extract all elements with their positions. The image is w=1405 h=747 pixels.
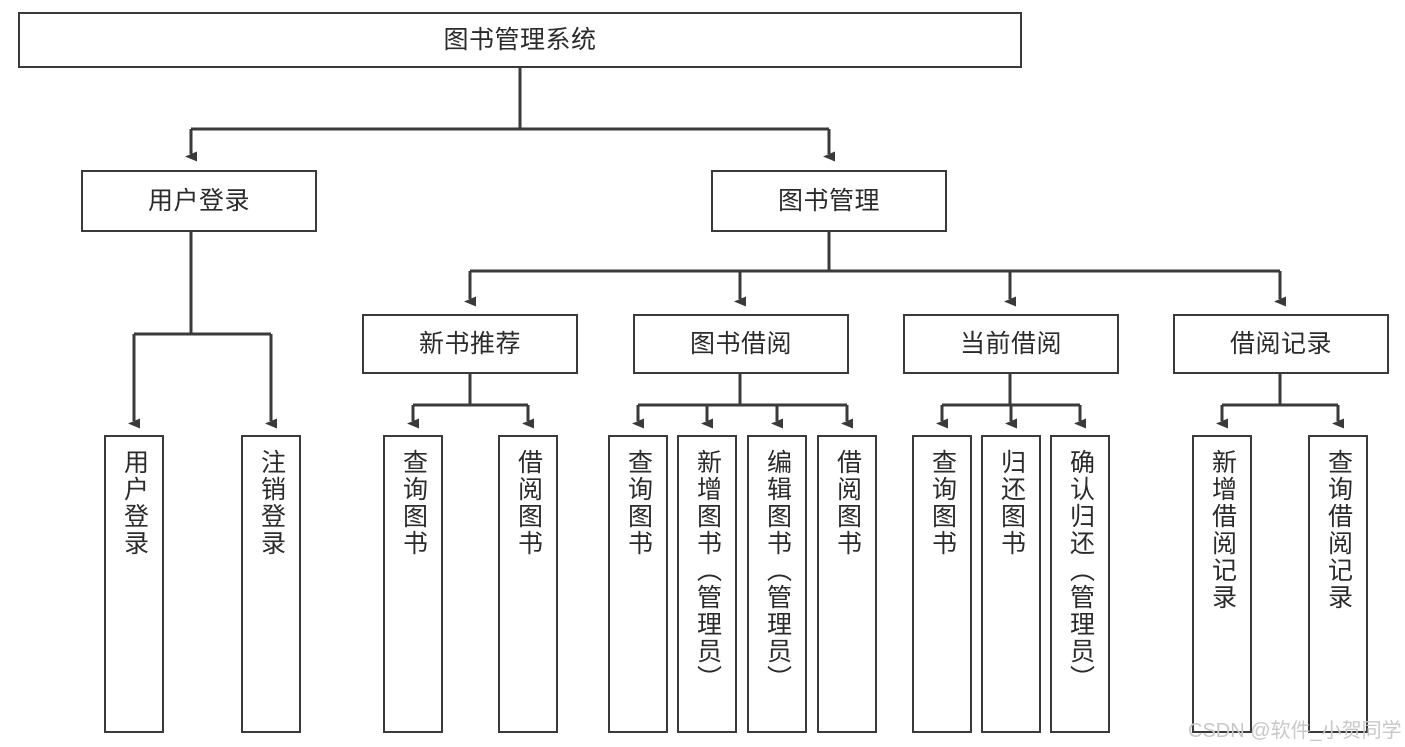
node-new-book-recommend[interactable]: 新书推荐 [362, 314, 578, 374]
node-leaf-query-book-2[interactable]: 查询图书 [608, 435, 668, 733]
node-label: 新书推荐 [418, 330, 521, 358]
node-user-login[interactable]: 用户登录 [81, 170, 317, 232]
node-label: 新增借阅记录 [1208, 449, 1237, 611]
node-leaf-query-book-1[interactable]: 查询图书 [383, 435, 443, 733]
node-leaf-logout[interactable]: 注销登录 [241, 435, 301, 733]
node-label: 图书管理 [777, 187, 880, 215]
node-label: 当前借阅 [959, 330, 1062, 358]
node-label: 借阅图书 [514, 449, 543, 557]
node-label: 用户登录 [120, 449, 149, 557]
node-label: 归还图书 [997, 449, 1026, 557]
node-label: 借阅图书 [833, 449, 862, 557]
node-current-borrow[interactable]: 当前借阅 [903, 314, 1119, 374]
node-leaf-borrow-book-1[interactable]: 借阅图书 [498, 435, 558, 733]
node-leaf-user-login[interactable]: 用户登录 [104, 435, 164, 733]
node-leaf-add-book[interactable]: 新增图书（管理员） [677, 435, 737, 733]
node-leaf-confirm-return[interactable]: 确认归还（管理员） [1050, 435, 1110, 733]
node-leaf-borrow-book-2[interactable]: 借阅图书 [817, 435, 877, 733]
node-borrow-record[interactable]: 借阅记录 [1173, 314, 1389, 374]
node-label: 图书管理系统 [443, 26, 597, 54]
node-label: 图书借阅 [689, 330, 792, 358]
node-label: 新增图书（管理员） [693, 449, 722, 692]
node-book-borrow[interactable]: 图书借阅 [633, 314, 849, 374]
node-label: 查询借阅记录 [1324, 449, 1353, 611]
node-label: 用户登录 [147, 187, 250, 215]
node-book-management[interactable]: 图书管理 [711, 170, 947, 232]
node-label: 注销登录 [257, 449, 286, 557]
node-leaf-query-record[interactable]: 查询借阅记录 [1308, 435, 1368, 733]
node-leaf-edit-book[interactable]: 编辑图书（管理员） [747, 435, 807, 733]
node-leaf-return-book[interactable]: 归还图书 [981, 435, 1041, 733]
node-label: 确认归还（管理员） [1066, 449, 1095, 692]
csdn-watermark: CSDN @软件_小贺同学 [1188, 720, 1402, 742]
node-leaf-add-record[interactable]: 新增借阅记录 [1192, 435, 1252, 733]
node-leaf-query-book-3[interactable]: 查询图书 [912, 435, 972, 733]
node-label: 借阅记录 [1229, 330, 1332, 358]
node-label: 查询图书 [624, 449, 653, 557]
node-root-system[interactable]: 图书管理系统 [18, 12, 1022, 68]
node-label: 查询图书 [399, 449, 428, 557]
node-label: 编辑图书（管理员） [763, 449, 792, 692]
node-label: 查询图书 [928, 449, 957, 557]
